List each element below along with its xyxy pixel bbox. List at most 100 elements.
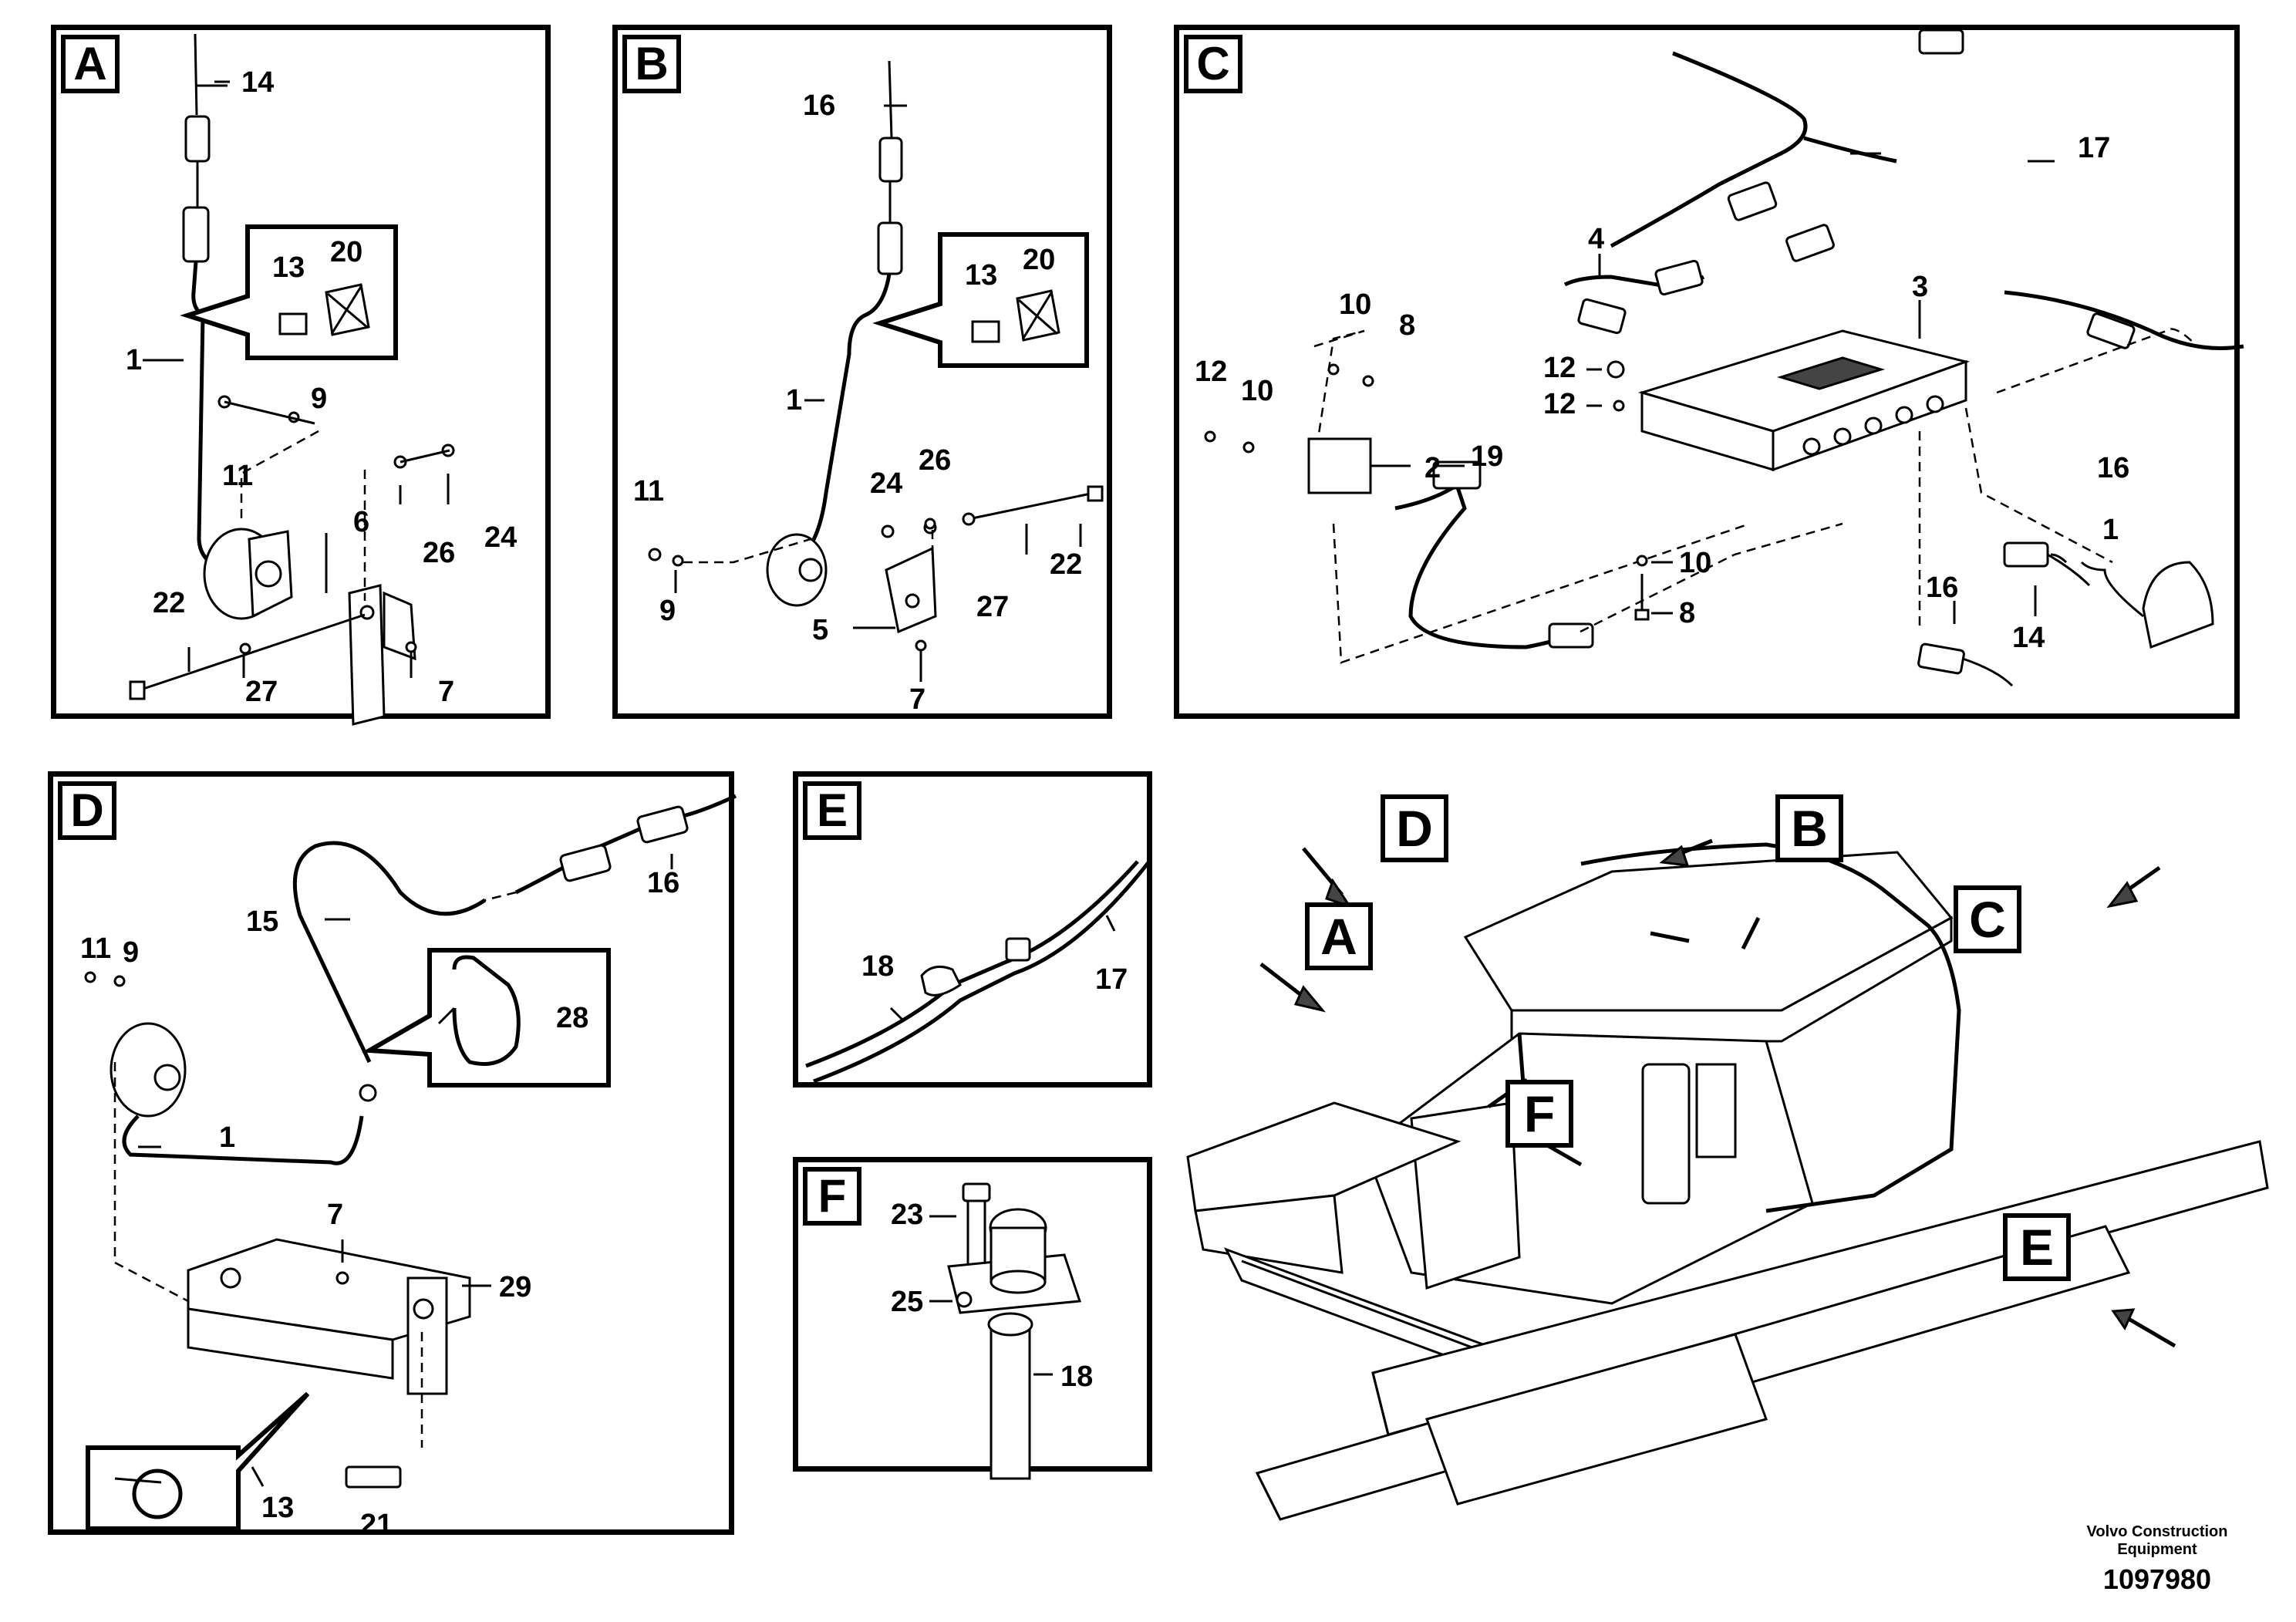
label-17: 17 [2078, 132, 2110, 164]
label-3: 3 [1912, 271, 1928, 303]
label-11: 11 [222, 460, 253, 492]
label-11: 11 [633, 475, 664, 508]
canopy [1463, 851, 1954, 1012]
panel-c-drawing: 17 4 3 10 8 12 12 10 12 2 19 16 1 10 8 1… [1195, 29, 2244, 687]
footer: Volvo Construction Equipment 1097980 [2072, 1523, 2242, 1596]
label-20: 20 [1023, 244, 1055, 276]
label-8-b: 8 [1679, 597, 1695, 629]
overview-tag-d: D [1381, 794, 1448, 862]
company-line-1: Volvo Construction [2086, 1523, 2228, 1540]
panel-d: D 16 15 11 9 [48, 771, 737, 1541]
label-1: 1 [219, 1121, 235, 1154]
cable-15 [292, 841, 487, 1064]
panel-a-tag: A [61, 35, 120, 93]
connector-top [184, 115, 211, 163]
label-18: 18 [1060, 1361, 1093, 1393]
label-5: 5 [812, 614, 828, 646]
label-10-a: 10 [1339, 288, 1371, 321]
label-10-b: 10 [1241, 375, 1273, 407]
overview-tag-b: B [1775, 794, 1843, 862]
label-2: 2 [1424, 452, 1441, 484]
screw-23 [966, 1192, 986, 1272]
label-12-b: 12 [1543, 352, 1576, 384]
panel-e-tag: E [803, 781, 861, 840]
label-8-a: 8 [1399, 309, 1415, 342]
overview-tag-f: F [1505, 1080, 1573, 1148]
bolt-22 [964, 491, 1095, 521]
overview-tag-a: A [1305, 902, 1373, 970]
bracket-6 [348, 584, 386, 726]
label-13: 13 [261, 1492, 294, 1524]
clip-13 [278, 312, 308, 336]
camera [766, 533, 828, 607]
label-22: 22 [153, 587, 185, 619]
cable-1 [122, 1114, 364, 1165]
label-23: 23 [891, 1199, 923, 1231]
label-1: 1 [126, 344, 142, 376]
label-1: 1 [786, 384, 802, 416]
panel-d-drawing: 16 15 11 9 28 1 7 29 13 21 [80, 794, 737, 1541]
harness-17 [1610, 51, 1808, 248]
connector-mid [182, 206, 210, 263]
label-27: 27 [245, 676, 278, 708]
label-12-c: 12 [1543, 388, 1576, 420]
label-16: 16 [647, 867, 679, 899]
label-15: 15 [246, 905, 278, 938]
label-7: 7 [327, 1199, 343, 1231]
label-28: 28 [556, 1002, 588, 1034]
label-7: 7 [909, 683, 925, 716]
panel-d-tag: D [58, 781, 116, 840]
overview-tag-c: C [1954, 885, 2021, 953]
label-21: 21 [360, 1509, 393, 1541]
camera [110, 1022, 187, 1118]
label-26: 26 [423, 537, 455, 569]
panel-a-drawing: 14 13 20 1 9 11 6 26 24 22 27 7 [126, 33, 517, 726]
label-1: 1 [2102, 514, 2119, 546]
panel-e-drawing: 18 17 [805, 860, 1151, 1084]
panel-b: B 16 13 20 1 11 24 26 [612, 25, 1112, 719]
machine-overview [1186, 838, 2269, 1521]
callout-28 [361, 948, 611, 1088]
label-24: 24 [484, 521, 517, 554]
bolt-22 [140, 613, 366, 691]
panel-b-drawing: 16 13 20 1 11 24 26 22 9 27 5 7 [633, 60, 1104, 716]
label-25: 25 [891, 1286, 923, 1318]
label-14: 14 [241, 66, 274, 99]
panel-f-tag: F [803, 1167, 861, 1226]
callout-13-20 [872, 232, 1089, 368]
panel-a: A [51, 25, 551, 726]
label-29: 29 [499, 1271, 531, 1303]
callout-13 [86, 1391, 310, 1531]
label-13: 13 [272, 251, 305, 284]
panel-f-drawing: 23 25 18 [891, 1182, 1093, 1480]
hopper [1186, 1101, 1462, 1212]
label-14: 14 [2012, 622, 2045, 654]
label-16-a: 16 [2097, 452, 2129, 484]
label-9: 9 [311, 383, 327, 415]
cable-16a [2004, 290, 2244, 350]
label-26: 26 [919, 444, 951, 477]
cable-1 [801, 273, 892, 556]
camera-1 [2142, 561, 2214, 649]
panel-e: E 18 17 [793, 771, 1152, 1088]
label-12-a: 12 [1195, 356, 1227, 388]
label-17: 17 [1095, 963, 1128, 996]
panel-c: C [1174, 25, 2244, 719]
pole-18 [990, 1323, 1031, 1480]
label-13: 13 [965, 259, 997, 292]
bolt-21 [345, 1465, 402, 1489]
label-6: 6 [353, 506, 369, 538]
relay-2 [1307, 437, 1372, 494]
panel-b-tag: B [622, 35, 681, 93]
cable-16 [514, 794, 737, 895]
cable-14 [194, 33, 198, 116]
label-9: 9 [123, 936, 139, 969]
label-9: 9 [659, 595, 676, 627]
label-18: 18 [861, 950, 894, 983]
panel-c-tag: C [1184, 35, 1242, 93]
label-4: 4 [1588, 223, 1604, 255]
label-7: 7 [438, 676, 454, 708]
bracket-5 [885, 546, 937, 634]
label-27: 27 [976, 591, 1009, 623]
label-22: 22 [1050, 548, 1082, 581]
